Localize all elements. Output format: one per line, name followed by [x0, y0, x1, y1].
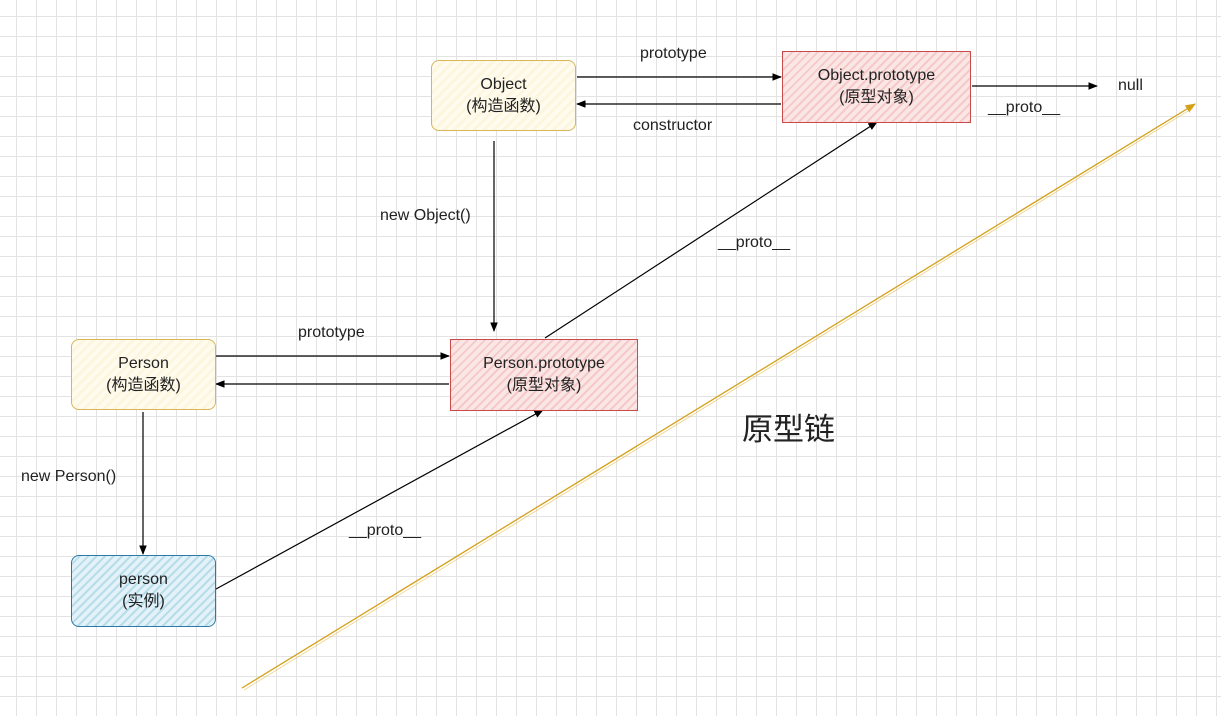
- diagram-title: 原型链: [742, 412, 835, 447]
- person-constructor-name: Person: [118, 354, 169, 372]
- label-null: null: [1118, 77, 1143, 94]
- edge-instance-proto: [215, 409, 544, 590]
- object-prototype-sub: (原型对象): [839, 89, 914, 106]
- label-new-person: new Person(): [21, 468, 117, 485]
- object-prototype-name: Object.prototype: [817, 67, 936, 84]
- label-proto-null: __proto__: [988, 99, 1061, 116]
- person-prototype-name: Person.prototype: [483, 355, 605, 372]
- prototype-chain-arrow-shadow: [243, 107, 1194, 691]
- person-instance-node[interactable]: person (实例): [71, 555, 216, 627]
- person-constructor-sub: (构造函数): [106, 376, 181, 394]
- label-prototype-top: prototype: [640, 45, 707, 62]
- person-prototype-sub: (原型对象): [506, 377, 582, 394]
- prototype-chain-arrow: [241, 103, 1196, 689]
- edge-person-proto-to-object-proto: [544, 121, 878, 339]
- label-proto-person-to-object: __proto__: [718, 234, 791, 251]
- person-prototype-node[interactable]: Person.prototype (原型对象): [450, 339, 638, 411]
- person-instance-name: person: [119, 571, 168, 588]
- label-proto-instance: __proto__: [349, 522, 422, 539]
- label-prototype-person: prototype: [298, 324, 365, 341]
- object-constructor-node[interactable]: Object (构造函数): [431, 60, 576, 131]
- object-constructor-name: Object: [480, 75, 527, 93]
- person-instance-sub: (实例): [122, 593, 165, 610]
- person-constructor-node[interactable]: Person (构造函数): [71, 339, 216, 410]
- object-prototype-node[interactable]: Object.prototype (原型对象): [782, 51, 971, 123]
- label-new-object: new Object(): [380, 207, 471, 224]
- object-constructor-sub: (构造函数): [466, 97, 541, 115]
- label-constructor: constructor: [633, 117, 713, 134]
